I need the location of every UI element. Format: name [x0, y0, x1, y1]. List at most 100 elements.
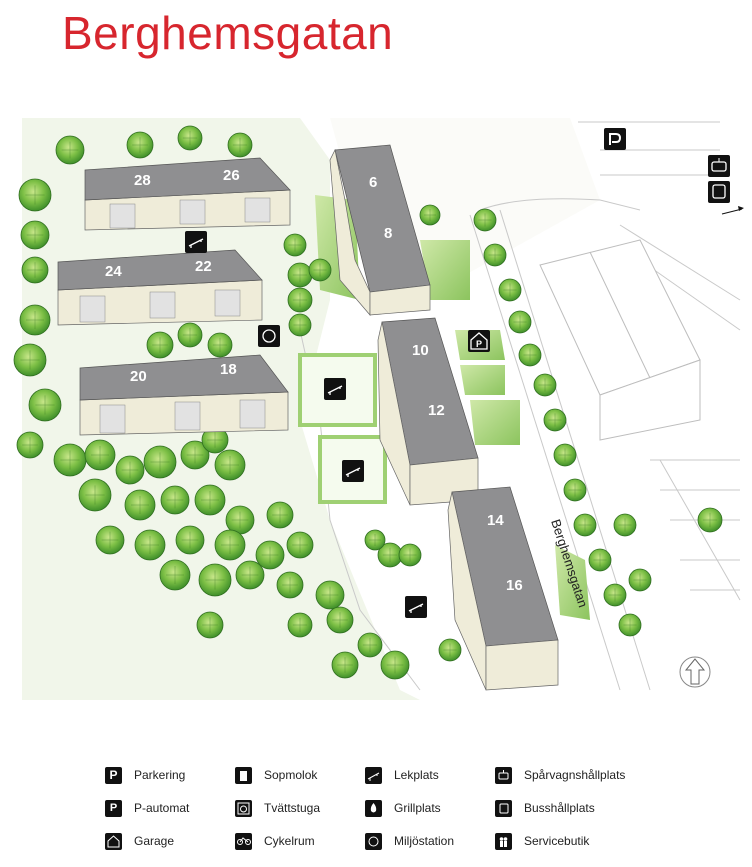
playground-icon — [342, 460, 364, 482]
tree-detail — [403, 548, 417, 562]
building-number: 16 — [506, 577, 523, 594]
tree-detail — [221, 536, 239, 554]
tree-detail — [101, 531, 119, 549]
tree-detail — [618, 518, 632, 532]
tree-detail — [85, 485, 105, 505]
tree-detail — [232, 137, 248, 153]
garage-icon — [105, 832, 122, 850]
tree-detail — [152, 337, 168, 353]
tree-detail — [26, 311, 44, 329]
building-number: 10 — [412, 342, 429, 359]
legend-label: Cykelrum — [264, 834, 315, 848]
tree-detail — [288, 238, 302, 252]
legend-label: Miljöstation — [394, 834, 455, 848]
legend-item: Tvättstuga — [235, 797, 320, 819]
legend-item: Cykelrum — [235, 830, 315, 852]
tree-detail — [182, 130, 198, 146]
map-legend: P Parkering P P-automat Garage Sopmolok … — [105, 764, 665, 854]
building-number: 14 — [487, 512, 504, 529]
tree-detail — [578, 518, 592, 532]
tree-detail — [150, 452, 170, 472]
bicycle-icon — [235, 832, 252, 850]
building-14-16 — [447, 486, 559, 691]
legend-item: Lekplats — [365, 764, 439, 786]
service-shop-icon — [495, 832, 512, 850]
tree-detail — [548, 413, 562, 427]
tree-detail — [166, 566, 184, 584]
legend-label: Parkering — [134, 768, 186, 782]
tree-detail — [702, 512, 718, 528]
recycling-icon — [365, 832, 382, 850]
bus-stop-icon — [708, 181, 730, 203]
playground-icon — [185, 231, 207, 253]
direction-arrow-icon — [721, 206, 744, 215]
building-number: 26 — [223, 167, 240, 184]
legend-item: Servicebutik — [495, 830, 589, 852]
parking-meter-icon: P — [105, 799, 122, 817]
legend-item: P P-automat — [105, 797, 189, 819]
tree-detail — [292, 267, 308, 283]
tree-detail — [241, 566, 259, 584]
svg-text:P: P — [476, 339, 482, 349]
tree-detail — [292, 617, 308, 633]
bus-stop-icon — [495, 799, 512, 817]
tree-detail — [608, 588, 622, 602]
tree-detail — [593, 553, 607, 567]
tree-detail — [568, 483, 582, 497]
tree-detail — [20, 350, 40, 370]
building-10-12 — [377, 317, 479, 506]
tree-detail — [212, 337, 228, 353]
legend-label: Tvättstuga — [264, 801, 321, 815]
tree-detail — [282, 577, 298, 593]
garage-icon: P — [468, 330, 490, 352]
legend-item: Busshållplats — [495, 797, 595, 819]
tree-detail — [61, 141, 79, 159]
tree-detail — [231, 511, 249, 529]
tree-detail — [131, 496, 149, 514]
legend-label: Sopmolok — [264, 768, 318, 782]
tree-detail — [293, 318, 307, 332]
tree-detail — [22, 437, 38, 453]
tree-detail — [623, 618, 637, 632]
tree-detail — [478, 213, 492, 227]
tree-detail — [382, 547, 398, 563]
legend-label: Servicebutik — [524, 834, 590, 848]
playground-icon — [324, 378, 346, 400]
tree-detail — [321, 586, 339, 604]
laundry-icon — [235, 799, 252, 817]
tree-detail — [182, 327, 198, 343]
parking-icon — [604, 128, 626, 150]
parking-icon: P — [105, 766, 122, 784]
tree-detail — [60, 450, 80, 470]
legend-label: Garage — [134, 834, 175, 848]
tree-detail — [261, 546, 279, 564]
tree-detail — [369, 534, 381, 546]
tree-detail — [424, 209, 436, 221]
tree-detail — [25, 185, 45, 205]
building-number: 6 — [369, 174, 377, 191]
tree-detail — [121, 461, 139, 479]
tree-detail — [205, 570, 225, 590]
tree-detail — [166, 491, 184, 509]
tree-detail — [292, 537, 308, 553]
tree-detail — [313, 263, 327, 277]
tree-detail — [27, 262, 43, 278]
building-number: 22 — [195, 258, 212, 275]
recycling-icon — [258, 325, 280, 347]
tree-detail — [35, 395, 55, 415]
building-number: 20 — [130, 368, 147, 385]
tree-detail — [523, 348, 537, 362]
tree-detail — [332, 612, 348, 628]
tram-stop-icon — [708, 155, 730, 177]
tree-detail — [538, 378, 552, 392]
legend-label: Lekplats — [394, 768, 439, 782]
legend-item: P Parkering — [105, 764, 185, 786]
waste-bin-icon — [235, 766, 252, 784]
tree-detail — [186, 446, 204, 464]
playground-icon — [405, 596, 427, 618]
north-arrow-icon — [679, 656, 711, 688]
building-24-22 — [57, 249, 263, 326]
trees — [13, 125, 723, 680]
page-title: Berghemsgatan — [62, 7, 394, 59]
legend-label: Grillplats — [394, 801, 441, 815]
